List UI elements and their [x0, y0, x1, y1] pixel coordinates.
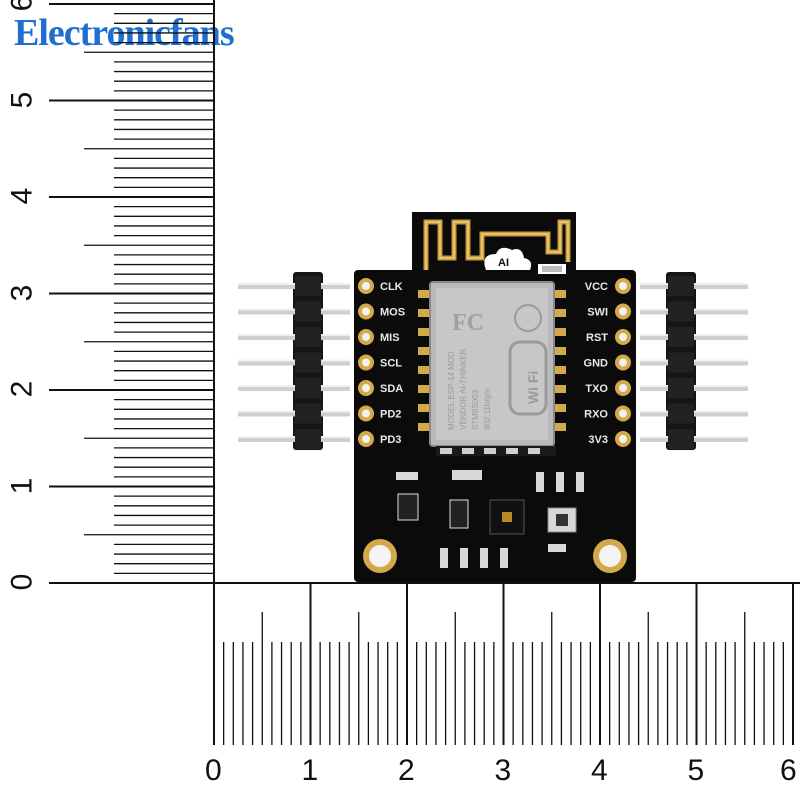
pin-label: VCC — [585, 281, 608, 293]
module-text-4: 802.11b/g/n — [483, 388, 492, 430]
module-text-1: MODEL ESP-14 MOD — [447, 351, 456, 430]
horizontal-ruler — [213, 582, 800, 745]
right-pin-holes: VCC SWI RST GND TXO RXO 3V3 — [584, 278, 631, 447]
horizontal-ruler-label: 1 — [301, 754, 319, 787]
pin-label: 3V3 — [588, 434, 608, 446]
vertical-ruler-label: 3 — [5, 284, 39, 301]
pin-label: TXO — [585, 383, 608, 395]
vertical-ruler-label: 6 — [5, 0, 39, 12]
fc-mark: FC — [452, 310, 484, 336]
wifi-logo-icon — [508, 340, 548, 416]
pin-label: SWI — [587, 307, 608, 319]
right-pin-header — [640, 272, 748, 450]
left-pin-header — [238, 272, 350, 450]
horizontal-ruler-label: 0 — [205, 754, 222, 787]
pin-label: SDA — [380, 383, 403, 395]
pin-label: MOS — [380, 307, 405, 319]
ai-logo-icon — [514, 304, 542, 332]
vertical-ruler-label: 1 — [5, 477, 39, 494]
vertical-ruler — [49, 0, 215, 584]
horizontal-ruler-label: 4 — [591, 754, 608, 787]
module-text-2: VENDOR AI-THINKER — [459, 348, 468, 430]
module-text-3: STM8S003 — [471, 389, 480, 430]
vertical-ruler-label: 2 — [5, 380, 39, 398]
module-pads — [418, 290, 566, 431]
antenna-badge-label: AI — [498, 257, 509, 269]
pin-label: PD3 — [380, 434, 401, 446]
pcb-board: AI MODEL ESP-14 MOD VENDOR AI-THINKER ST… — [354, 212, 636, 582]
pin-label: CLK — [380, 281, 403, 293]
pin-label: GND — [584, 358, 609, 370]
pin-label: MIS — [380, 332, 400, 344]
ai-cloud-icon — [484, 247, 532, 270]
vertical-ruler-label: 0 — [5, 573, 39, 591]
smd-components — [396, 446, 584, 568]
pin-label: PD2 — [380, 409, 401, 421]
wifi-logo-text: Wi Fi — [525, 371, 541, 404]
horizontal-ruler-label: 2 — [398, 754, 415, 787]
horizontal-ruler-label: 6 — [780, 754, 797, 787]
horizontal-ruler-label: 5 — [687, 754, 705, 787]
pin-label: RST — [586, 332, 608, 344]
pin-label: SCL — [380, 358, 402, 370]
pin-label: RXO — [584, 409, 608, 421]
horizontal-ruler-label: 3 — [494, 754, 512, 787]
vertical-ruler-label: 4 — [5, 187, 39, 205]
vertical-ruler-label: 5 — [5, 91, 39, 108]
antenna-highlight — [425, 221, 569, 270]
